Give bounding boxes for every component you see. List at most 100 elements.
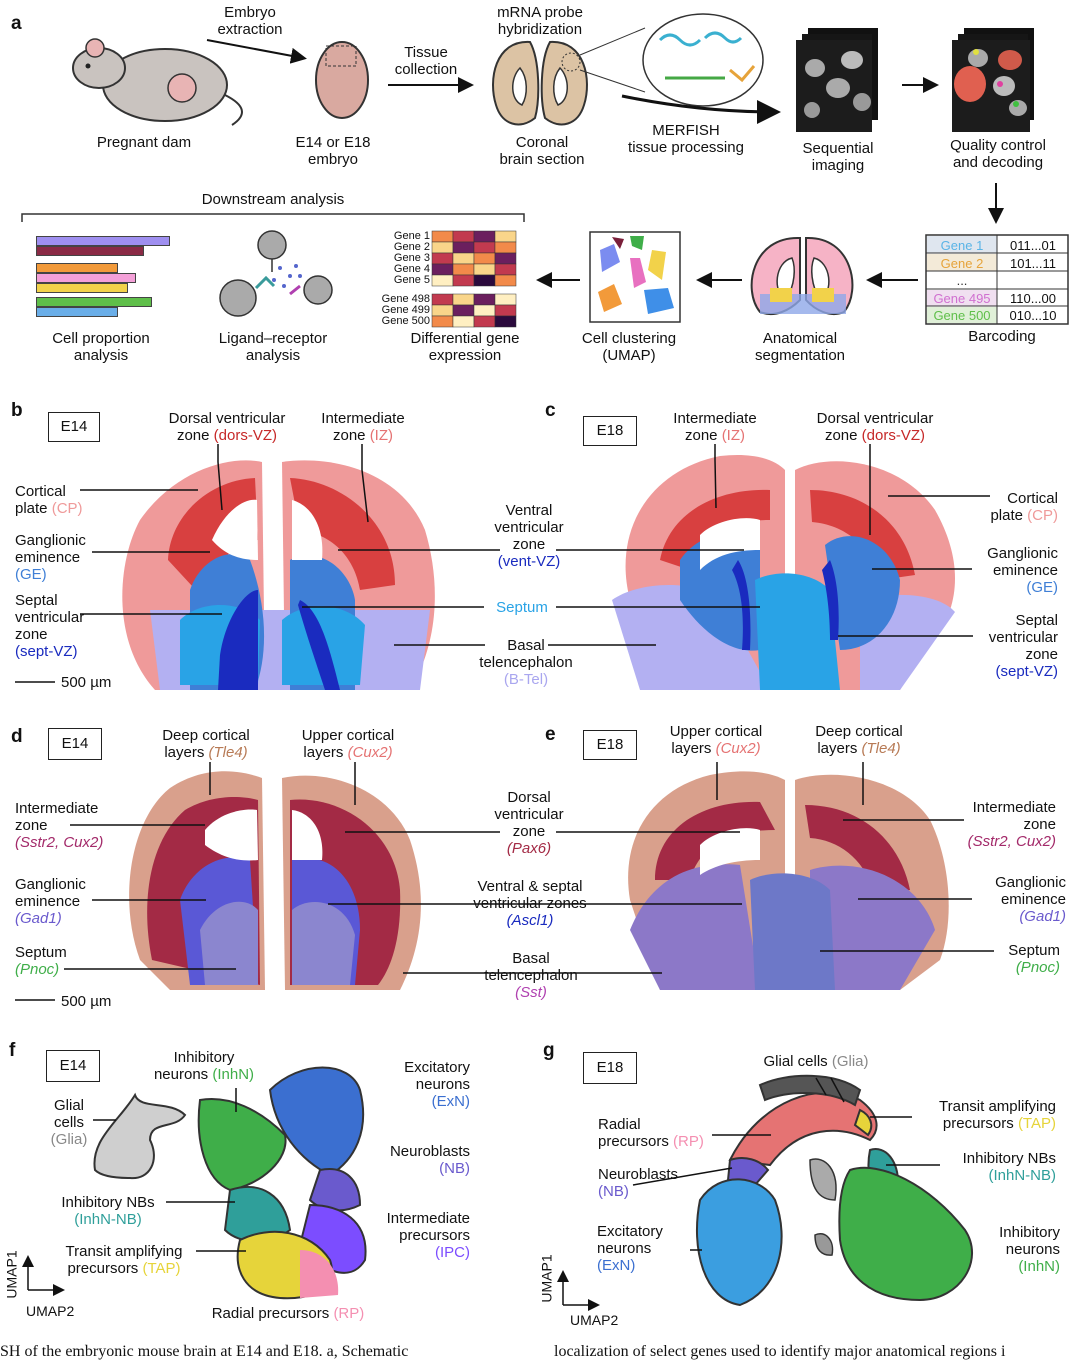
brain-section-e18-regions xyxy=(612,454,955,690)
proportion-bar xyxy=(36,307,118,317)
g-umap2-label: UMAP2 xyxy=(570,1312,619,1328)
cell-proportion-bars xyxy=(36,236,176,317)
panel-letter-c: c xyxy=(545,400,556,421)
heatmap-cell xyxy=(494,315,517,328)
f-umap2-label: UMAP2 xyxy=(26,1303,75,1319)
barcode-table xyxy=(925,234,1069,325)
barcode-gene-2: Gene 2 xyxy=(940,256,984,271)
heatmap-cell xyxy=(452,315,475,328)
heatmap-cell xyxy=(452,304,475,317)
heatmap-cell xyxy=(494,230,517,243)
heatmap-cell xyxy=(494,274,517,287)
proportion-bar xyxy=(36,236,170,246)
panel-letter-a: a xyxy=(11,13,22,34)
heatmap-cell xyxy=(431,304,454,317)
heatmap-cell xyxy=(431,274,454,287)
heatmap-cell xyxy=(473,252,496,265)
umap-e18-clusters xyxy=(696,1074,974,1307)
proportion-bar xyxy=(36,297,152,307)
probe-zoom-illustration xyxy=(642,13,764,107)
heatmap-cell xyxy=(494,241,517,254)
g-umap1-label: UMAP1 xyxy=(538,1254,555,1303)
proportion-bar xyxy=(36,283,128,293)
heatmap-gene-label: Gene 5 xyxy=(393,274,430,286)
heatmap-gene-label: Gene 2 xyxy=(393,241,430,253)
panel-letter-b: b xyxy=(11,400,23,421)
f-inhn-nb-label: Inhibitory NBs(InhN-NB) xyxy=(61,1194,155,1228)
proportion-bar xyxy=(36,263,118,273)
proportion-bar xyxy=(36,273,136,283)
cell-clustering-label: Cell clustering(UMAP) xyxy=(581,330,677,364)
anatomical-segmentation-illustration xyxy=(750,236,854,316)
heatmap-cell xyxy=(431,263,454,276)
barcode-code-1: 011...01 xyxy=(1009,238,1057,253)
downstream-analysis-label: Downstream analysis xyxy=(201,191,345,208)
heatmap-gene-label: Gene 499 xyxy=(381,304,430,316)
heatmap-cell xyxy=(452,263,475,276)
heatmap-cell xyxy=(494,304,517,317)
heatmap-cell xyxy=(473,315,496,328)
g-glia-label: Glial cells (Glia) xyxy=(763,1053,869,1070)
heatmap-cell xyxy=(473,241,496,254)
stage-box-b: E14 xyxy=(48,412,100,442)
e-septum-label: Septum(Pnoc) xyxy=(1008,942,1060,976)
heatmap-cell xyxy=(473,274,496,287)
leader-lines xyxy=(15,444,994,1252)
barcode-gene-1: Gene 1 xyxy=(940,238,984,253)
mouse-illustration xyxy=(72,38,243,126)
panel-letter-f: f xyxy=(9,1040,16,1061)
heatmap-gene-label: Gene 1 xyxy=(393,230,430,242)
stage-box-d: E14 xyxy=(48,728,102,760)
heatmap-gene-label: Gene 500 xyxy=(381,315,430,327)
barcode-gene-ellipsis: ... xyxy=(956,273,968,288)
qc-decoding-stack xyxy=(952,28,1034,132)
barcode-gene-500: Gene 500 xyxy=(933,308,991,323)
brain-section-e14-genes xyxy=(129,771,421,990)
barcode-code-500: 010...10 xyxy=(1009,308,1057,323)
heatmap-cell xyxy=(431,241,454,254)
heatmap-cell xyxy=(452,252,475,265)
sequential-imaging-stack xyxy=(796,28,878,132)
barcoding-label: Barcoding xyxy=(968,328,1036,345)
heatmap-cell xyxy=(473,230,496,243)
brain-section-e14-regions xyxy=(122,460,435,690)
heatmap-cell xyxy=(473,263,496,276)
proportion-bar xyxy=(36,246,144,256)
barcode-code-2: 101...11 xyxy=(1009,256,1057,271)
heatmap-cell xyxy=(473,293,496,306)
g-inhn-nb-label: Inhibitory NBs(InhN-NB) xyxy=(962,1150,1056,1184)
stage-box-e: E18 xyxy=(583,730,637,760)
heatmap-cell xyxy=(431,230,454,243)
panel-letter-d: d xyxy=(11,726,23,747)
heatmap-gene-label: Gene 3 xyxy=(393,252,430,264)
heatmap-cell xyxy=(431,315,454,328)
heatmap-cell xyxy=(494,263,517,276)
d-scale-label: 500 µm xyxy=(61,993,112,1010)
